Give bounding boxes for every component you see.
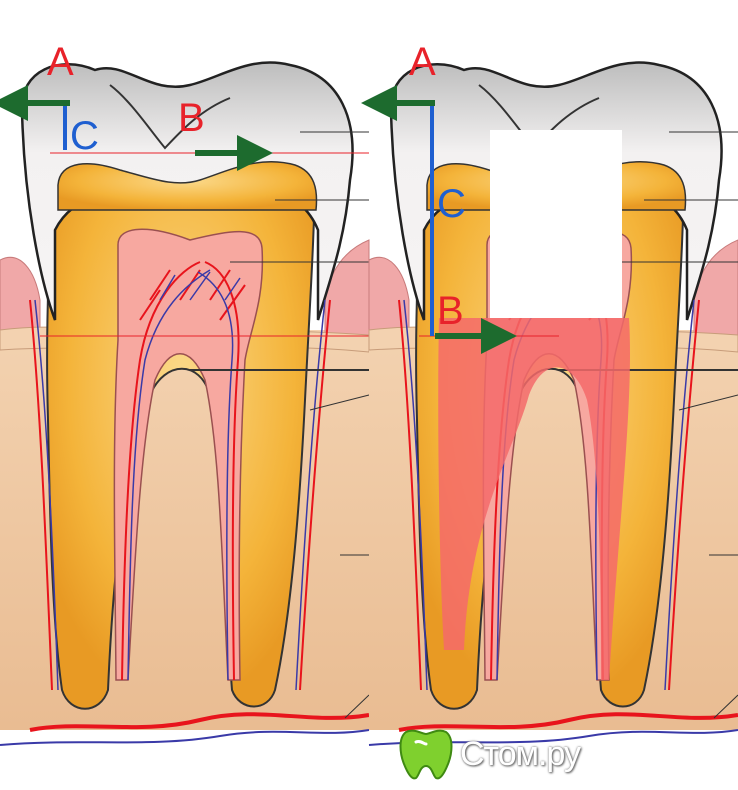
label-b-right: B <box>437 289 464 333</box>
watermark-text: Стом.ру <box>460 734 581 773</box>
white-cutout <box>490 130 622 318</box>
right-panel <box>361 60 738 748</box>
label-a-right: A <box>409 40 436 84</box>
exposed-pulp <box>438 318 630 680</box>
left-panel <box>0 60 371 748</box>
label-b-left: B <box>178 96 205 140</box>
watermark-logo <box>399 729 453 780</box>
label-a-left: A <box>47 40 74 84</box>
label-c-left: C <box>70 114 99 158</box>
watermark: Стом.ру <box>452 726 581 782</box>
label-c-right: C <box>437 182 466 226</box>
